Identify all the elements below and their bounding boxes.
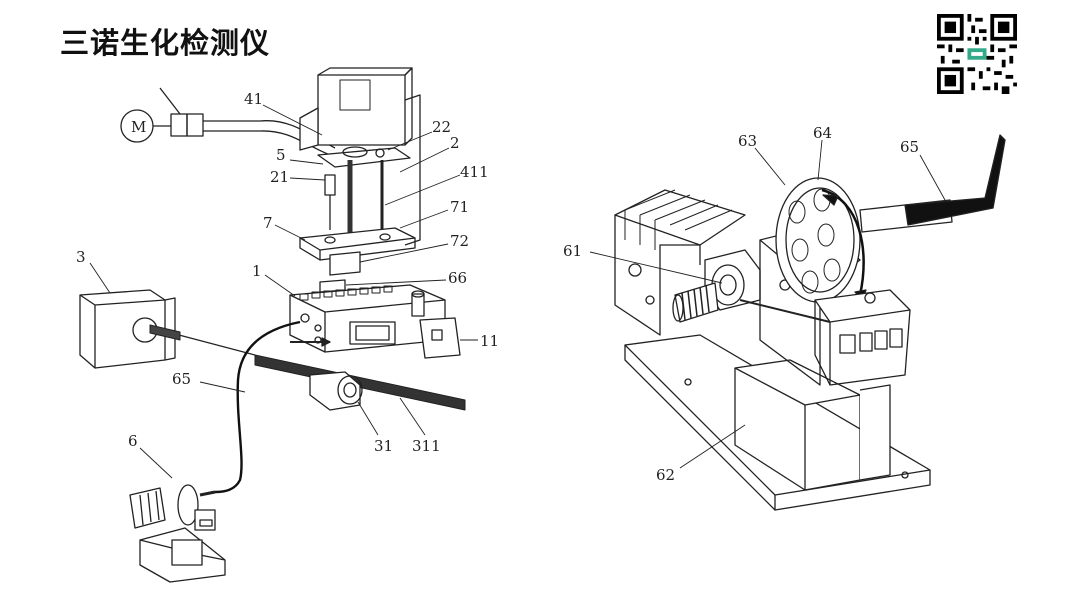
label-22: 22	[432, 118, 451, 136]
label-65-right: 65	[900, 138, 919, 156]
qr-code-icon	[937, 14, 1017, 94]
left-exploded-view	[79, 67, 466, 583]
label-3: 3	[76, 248, 86, 266]
label-61: 61	[563, 242, 582, 260]
label-2: 2	[450, 134, 460, 152]
slide-title: 三诺生化检测仪	[60, 26, 271, 60]
label-63: 63	[738, 132, 757, 150]
label-41: 41	[244, 90, 263, 108]
label-62: 62	[656, 466, 675, 484]
label-72: 72	[450, 232, 469, 250]
label-71: 71	[450, 198, 469, 216]
label-64: 64	[813, 124, 832, 142]
right-labels: 63 64 65 61 62	[563, 124, 919, 484]
label-5: 5	[276, 146, 286, 164]
label-65-left: 65	[172, 370, 191, 388]
motor-symbol-letter: M	[131, 118, 146, 136]
left-labels: 41 22 2 5 21 411 71 7 72 3 1 66 11 65 31…	[76, 90, 499, 455]
label-6: 6	[128, 432, 138, 450]
label-7: 7	[263, 214, 273, 232]
label-311: 311	[412, 437, 441, 455]
label-1: 1	[252, 262, 262, 280]
label-21: 21	[270, 168, 289, 186]
label-31: 31	[374, 437, 393, 455]
label-411: 411	[460, 163, 489, 181]
label-66: 66	[448, 269, 467, 287]
right-detail-view	[614, 134, 1006, 511]
small-sensor-device	[129, 484, 226, 583]
label-11: 11	[480, 332, 499, 350]
